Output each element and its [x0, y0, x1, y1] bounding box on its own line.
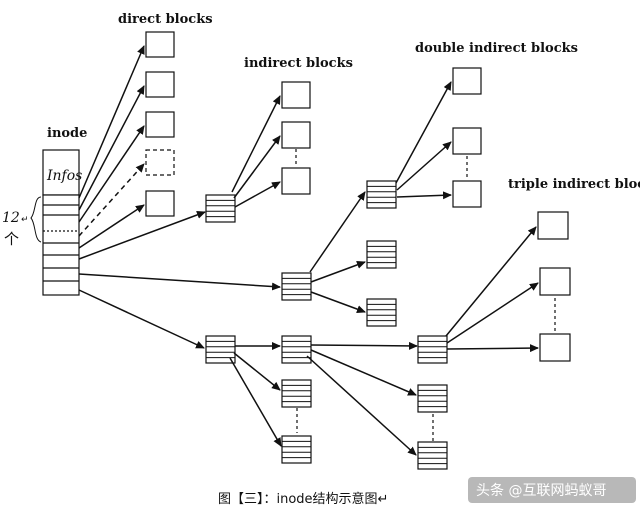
arrow-triple-indirect	[78, 289, 205, 349]
indirect-data-block-2	[281, 121, 311, 149]
arrow-triple-l2-2	[233, 352, 281, 391]
arrow-triple-l2-3	[229, 357, 282, 447]
direct-block-1	[145, 31, 175, 58]
arrow-double-data-3	[396, 191, 452, 200]
arrow-indirect-3	[234, 181, 281, 208]
infos-label: Infos	[46, 168, 82, 184]
direct-count-label: 12	[2, 210, 20, 226]
direct-pointer-brace	[30, 196, 42, 243]
triple-data-block-1	[537, 211, 569, 240]
arrow-triple-l3-3	[306, 355, 417, 456]
triple-data-block-2	[539, 267, 571, 296]
direct-block-3	[145, 111, 175, 138]
arrow-single-indirect	[78, 211, 206, 260]
triple-l2-pointer-block-3	[281, 435, 312, 464]
double-l1-pointer-block	[281, 272, 312, 301]
arrow-double-l2-2	[310, 261, 366, 283]
indirect-blocks-label: indirect blocks	[244, 56, 353, 71]
double-data-block-2	[452, 127, 482, 155]
triple-l2-pointer-block-1	[281, 335, 312, 364]
triple-l3-pointer-block-1	[417, 335, 448, 364]
watermark-text: 头条 @互联网蚂蚁哥	[476, 482, 606, 499]
figure-caption: 图【三】：inode结构示意图↵	[218, 491, 388, 507]
indirect-data-block-1	[281, 81, 311, 109]
direct-block-12	[145, 190, 175, 217]
arrow-double-data-1	[395, 81, 452, 184]
triple-data-block-3	[539, 333, 571, 362]
direct-block-elided	[145, 149, 175, 176]
double-indirect-blocks-label: double indirect blocks	[415, 41, 578, 56]
direct-block-2	[145, 71, 175, 98]
double-data-block-3	[452, 180, 482, 208]
triple-l2-pointer-block-2	[281, 379, 312, 408]
triple-l3-pointer-block-3	[417, 441, 448, 470]
arrow-indirect-1	[231, 95, 281, 193]
direct-blocks-label: direct blocks	[118, 12, 213, 27]
arrow-direct-3	[78, 125, 145, 223]
arrow-triple-data-3	[446, 344, 539, 353]
arrow-double-indirect	[78, 273, 281, 291]
watermark: 头条 @互联网蚂蚁哥	[468, 477, 636, 503]
direct-count-unit: 个	[4, 230, 19, 248]
triple-indirect-blocks-label: triple indirect blocks	[508, 177, 640, 192]
arrow-direct-1	[78, 45, 145, 199]
double-data-block-1	[452, 67, 482, 95]
arrow-triple-data-1	[445, 226, 537, 337]
return-mark: ↵	[21, 215, 29, 225]
arrow-direct-elided	[78, 163, 145, 237]
double-l2-pointer-block-3	[366, 298, 397, 327]
inode-label: inode	[47, 126, 87, 141]
triple-l1-pointer-block	[205, 335, 236, 364]
arrow-double-l2-1	[309, 191, 366, 273]
indirect-data-block-3	[281, 167, 311, 195]
arrow-indirect-2	[233, 135, 281, 199]
arrow-double-l2-3	[310, 291, 366, 313]
arrow-triple-l3-2	[310, 349, 417, 396]
arrow-double-data-2	[396, 141, 452, 191]
inode-table	[42, 149, 80, 296]
arrow-direct-2	[78, 85, 145, 211]
indirect-pointer-block	[205, 194, 236, 223]
arrow-triple-data-2	[446, 282, 539, 344]
triple-l3-pointer-block-2	[417, 384, 448, 413]
double-l2-pointer-block-2	[366, 240, 397, 269]
arrow-triple-l3-1	[310, 341, 418, 350]
arrow-direct-12	[78, 204, 145, 249]
double-l2-pointer-block-1	[366, 180, 397, 209]
